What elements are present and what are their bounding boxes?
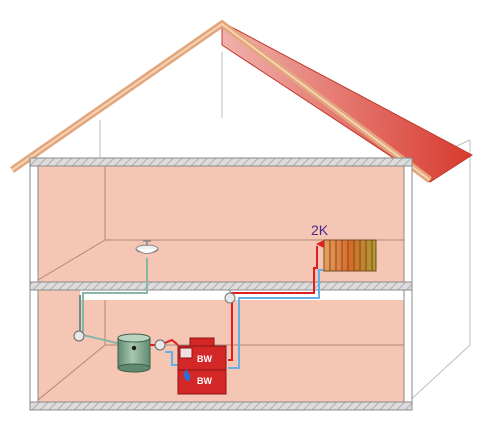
roof-side-panel bbox=[221, 21, 473, 183]
roof bbox=[10, 19, 473, 183]
boiler-label-bottom: BW bbox=[197, 376, 212, 386]
roof-slab bbox=[29, 157, 413, 167]
return-pipe bbox=[165, 269, 325, 369]
cold-water-pipes bbox=[79, 258, 148, 346]
expansion-vessel-icon bbox=[224, 290, 236, 304]
boiler-label-top: BW bbox=[197, 354, 212, 364]
radiator-valve-icon bbox=[316, 240, 324, 248]
ground-slab bbox=[29, 401, 413, 411]
hot-water-tank bbox=[117, 333, 151, 373]
ceiling-gap bbox=[80, 290, 404, 300]
middle-slab bbox=[29, 281, 413, 291]
circulation-pump-icon bbox=[73, 330, 166, 351]
flame-icon bbox=[183, 369, 191, 382]
radiator bbox=[316, 239, 377, 272]
supply-pipe bbox=[148, 246, 318, 361]
boiler bbox=[177, 337, 227, 395]
wash-basin-icon bbox=[135, 240, 159, 254]
radiator-label: 2K bbox=[311, 222, 329, 238]
